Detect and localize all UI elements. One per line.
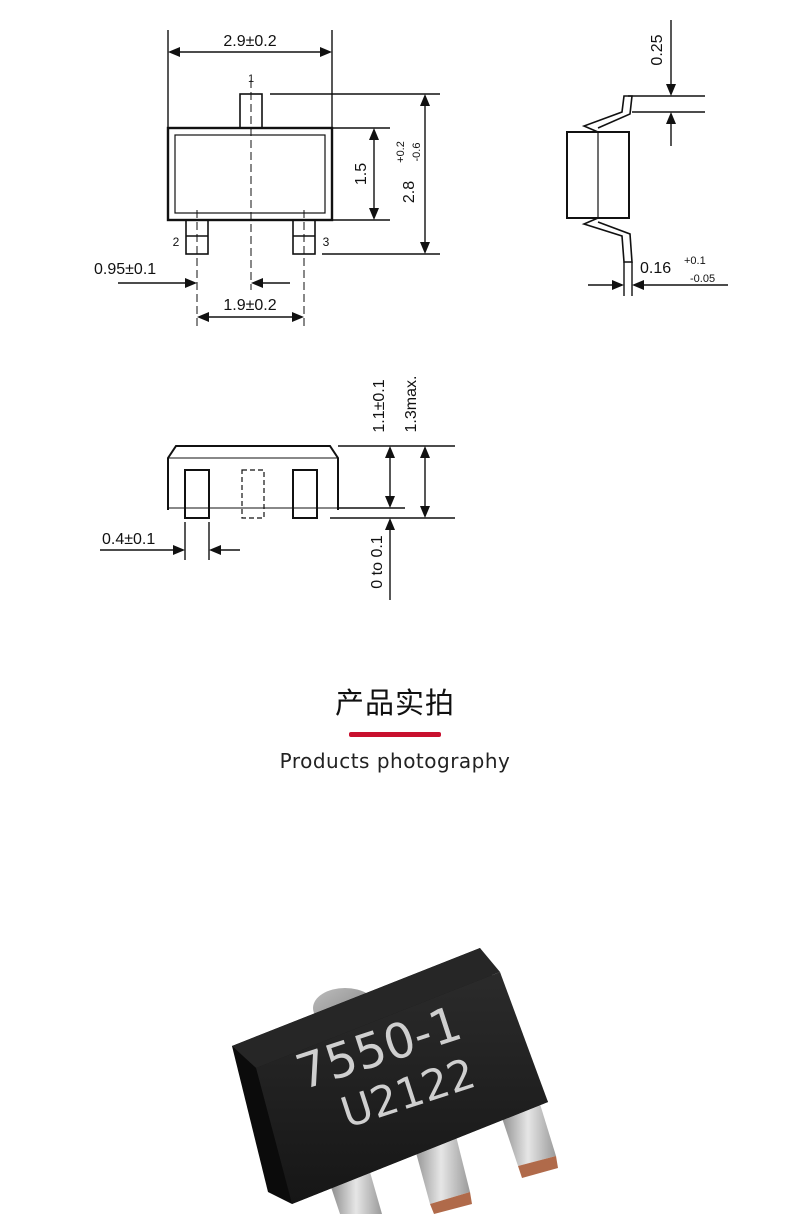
section-title-en: Products photography bbox=[279, 749, 511, 773]
dim-height-label: 2.8 bbox=[401, 181, 418, 203]
top-view-drawing bbox=[118, 30, 440, 326]
accent-underline bbox=[349, 732, 441, 737]
pin3-label: 3 bbox=[323, 235, 330, 249]
dim-lead-label: 0.16 bbox=[640, 260, 671, 277]
dim-height-minus: -0.6 bbox=[411, 143, 423, 162]
product-photo: 7550-1 U2122 bbox=[232, 948, 558, 1214]
dim-pitch-label: 0.95±0.1 bbox=[94, 261, 156, 278]
dim-width-label: 2.9±0.2 bbox=[223, 33, 276, 50]
section-title-zh: 产品实拍 bbox=[334, 686, 455, 720]
dim-lead-width-label: 0.4±0.1 bbox=[102, 531, 155, 548]
dim-standoff-label: 0 to 0.1 bbox=[369, 535, 386, 588]
side-view-drawing bbox=[566, 20, 728, 296]
pin2-label: 2 bbox=[173, 235, 180, 249]
dim-max-label: 1.3max. bbox=[403, 376, 420, 433]
pin1-label: 1 bbox=[248, 73, 254, 85]
section-heading: 产品实拍 Products photography bbox=[0, 680, 790, 773]
chip-pins bbox=[330, 1104, 558, 1214]
dim-lead-plus: +0.1 bbox=[684, 255, 706, 267]
dim-body-label: 1.5 bbox=[353, 163, 370, 185]
dim-front-body-label: 1.1±0.1 bbox=[371, 379, 388, 432]
package-dimension-drawing: 2.9±0.2 1 2 3 1.5 2.8 +0.2 -0.6 0.95±0.1… bbox=[94, 20, 728, 600]
dim-span-label: 1.9±0.2 bbox=[223, 297, 276, 314]
dim-height-plus: +0.2 bbox=[395, 141, 407, 163]
chip-body bbox=[232, 948, 548, 1204]
front-view-drawing bbox=[100, 445, 455, 600]
dim-lead-minus: -0.05 bbox=[690, 273, 715, 285]
dim-top-label: 0.25 bbox=[649, 34, 666, 65]
